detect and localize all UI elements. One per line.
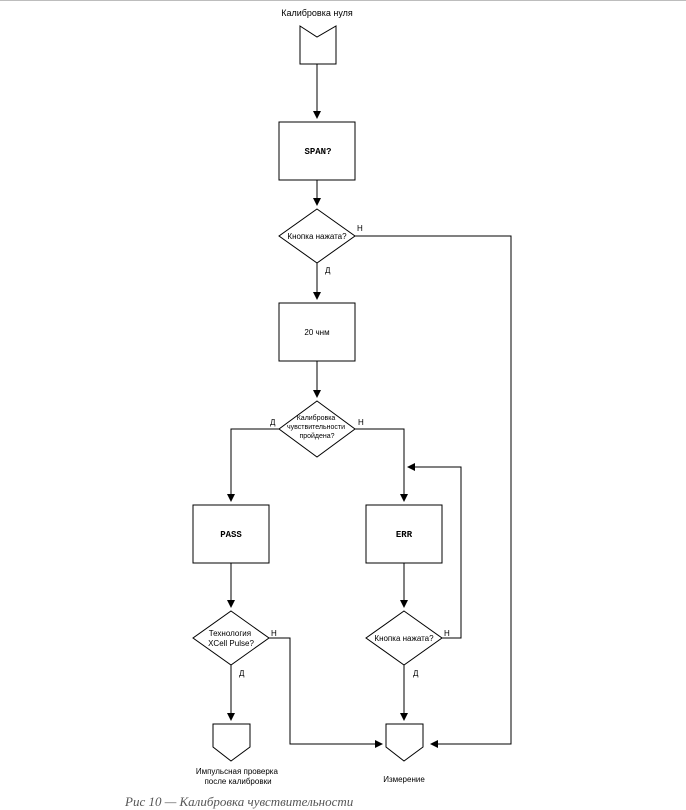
edge-btn2-no-loop — [407, 463, 462, 639]
calibration-passed-decision — [278, 400, 356, 458]
calibration-passed-label: Калибровка чувствительности пройдена? — [287, 414, 347, 440]
btn2-no-label: Н — [444, 629, 450, 638]
figure-caption-cut: Рис 10 — Калибровка чувствительности — [125, 794, 354, 809]
cal-no-label: Н — [358, 418, 364, 427]
button-pressed-1-label: Кнопка нажата? — [287, 232, 347, 241]
ppm-label: 20 чнм — [304, 328, 329, 337]
cal-yes-label: Д — [270, 418, 276, 427]
span-label: SPAN? — [304, 147, 331, 157]
xcell-pulse-label: Технология XCell Pulse? — [208, 629, 254, 648]
start-connector — [299, 25, 337, 65]
bump-test-connector — [212, 723, 251, 762]
measurement-label: Измерение — [383, 775, 425, 784]
err-label: ERR — [396, 530, 413, 540]
edge-btn1-no-measure — [355, 235, 512, 748]
pass-box — [192, 504, 270, 564]
btn2-yes-label: Д — [413, 669, 419, 678]
edge-cal-no-err — [355, 428, 408, 502]
page-top-border — [0, 0, 686, 1]
xcell-no-label: Н — [271, 629, 277, 638]
btn1-yes-label: Д — [325, 266, 331, 275]
edge-cal-yes-pass — [227, 428, 279, 502]
button-pressed-2-label: Кнопка нажата? — [374, 634, 434, 643]
ppm-box — [278, 302, 356, 362]
xcell-pulse-decision — [192, 610, 270, 666]
btn1-no-label: Н — [357, 224, 363, 233]
err-box — [365, 504, 443, 564]
pass-label: PASS — [220, 530, 242, 540]
measurement-connector — [385, 723, 424, 762]
xcell-yes-label: Д — [239, 669, 245, 678]
start-label: Калибровка нуля — [281, 8, 353, 18]
edge-xcell-no-measure — [269, 637, 383, 748]
bump-test-label: Импульсная проверка после калибровки — [196, 767, 280, 786]
